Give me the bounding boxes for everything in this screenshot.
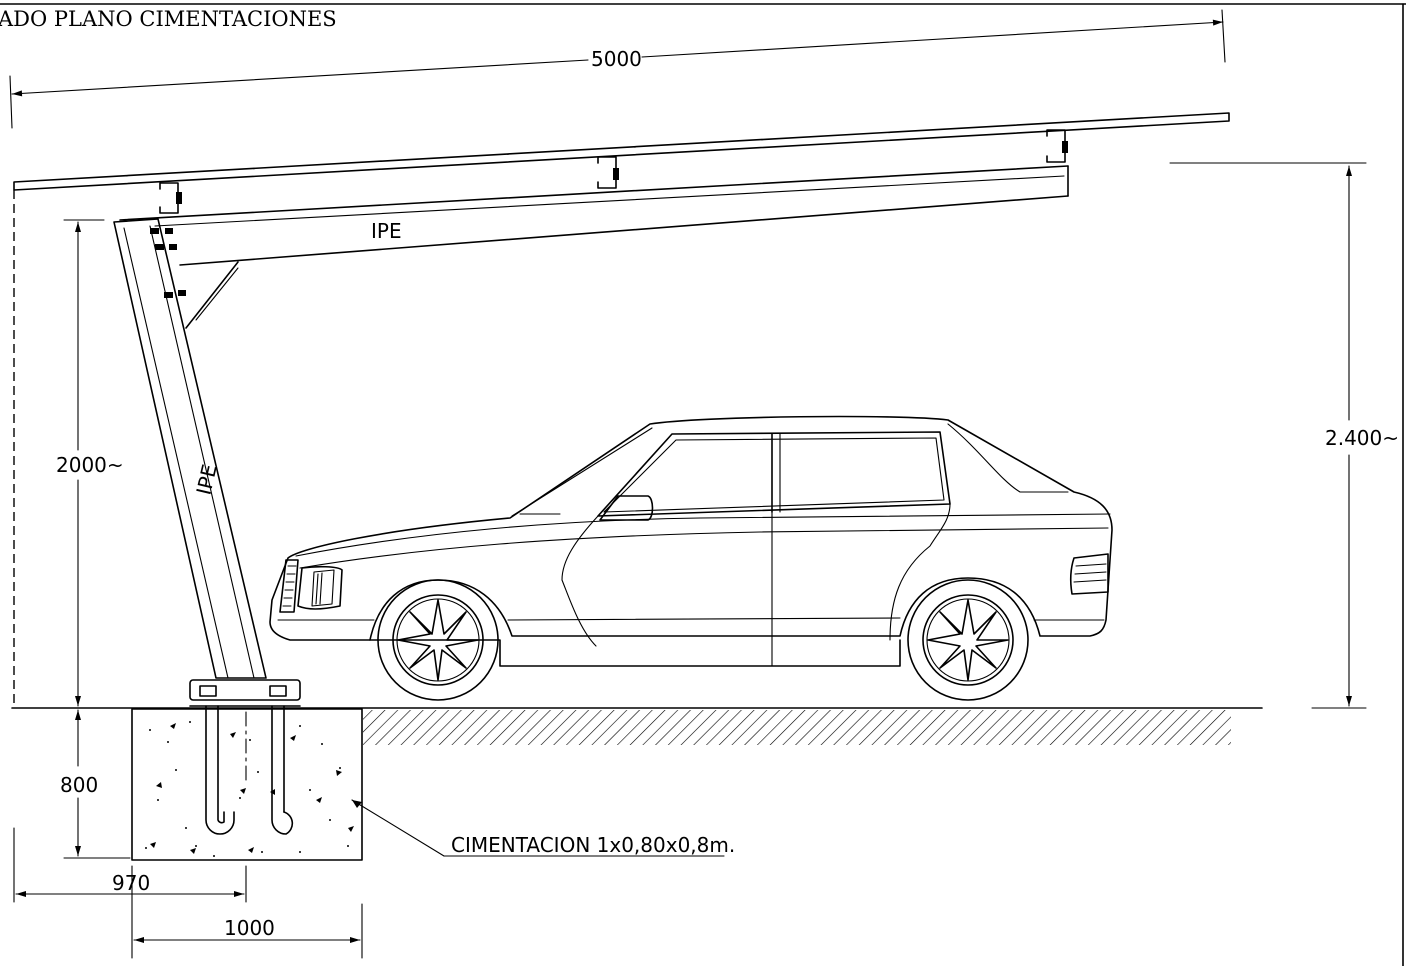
purlin-right	[1046, 129, 1068, 163]
sheet-frame: ADO PLANO CIMENTACIONES	[0, 3, 1406, 966]
foundation-block	[131, 705, 363, 861]
purlin-left	[159, 182, 182, 214]
purlin-middle	[597, 156, 619, 189]
dimension-foundation-depth: 800	[60, 709, 131, 859]
dimension-column-height: 2000~	[56, 219, 124, 707]
dimension-970: 970	[13, 827, 247, 903]
dimension-foundation-width: 1000	[131, 865, 363, 959]
sheet-title: ADO PLANO CIMENTACIONES	[0, 7, 337, 31]
foundation-note: CIMENTACION 1x0,80x0,8m.	[451, 833, 735, 857]
column: IPE	[113, 218, 267, 679]
ground	[11, 707, 1263, 745]
dim-foundation-width-text: 1000	[224, 916, 275, 940]
beam-profile-label: IPE	[371, 219, 402, 243]
roof-panel	[13, 112, 1230, 191]
purlins	[159, 129, 1068, 214]
roof-beam: IPE	[119, 165, 1069, 329]
dim-roof-length-text: 5000	[591, 47, 642, 71]
foundation-callout: CIMENTACION 1x0,80x0,8m.	[351, 799, 735, 857]
dim-column-height-text: 2000~	[56, 453, 124, 477]
car-front-wheel	[377, 579, 499, 701]
dim-total-height-text: 2.400~	[1325, 426, 1399, 450]
dim-foundation-depth-text: 800	[60, 773, 98, 797]
column-profile-label: IPE	[191, 462, 221, 497]
concrete-speckles	[145, 721, 354, 857]
dimension-total-height: 2.400~	[1169, 162, 1399, 709]
connection-bolts	[150, 228, 186, 298]
dimension-roof-length: 5000	[9, 9, 1226, 129]
car-rear-wheel	[907, 579, 1029, 701]
car	[269, 415, 1113, 701]
base-plate	[189, 679, 301, 707]
dim-970-text: 970	[112, 871, 150, 895]
